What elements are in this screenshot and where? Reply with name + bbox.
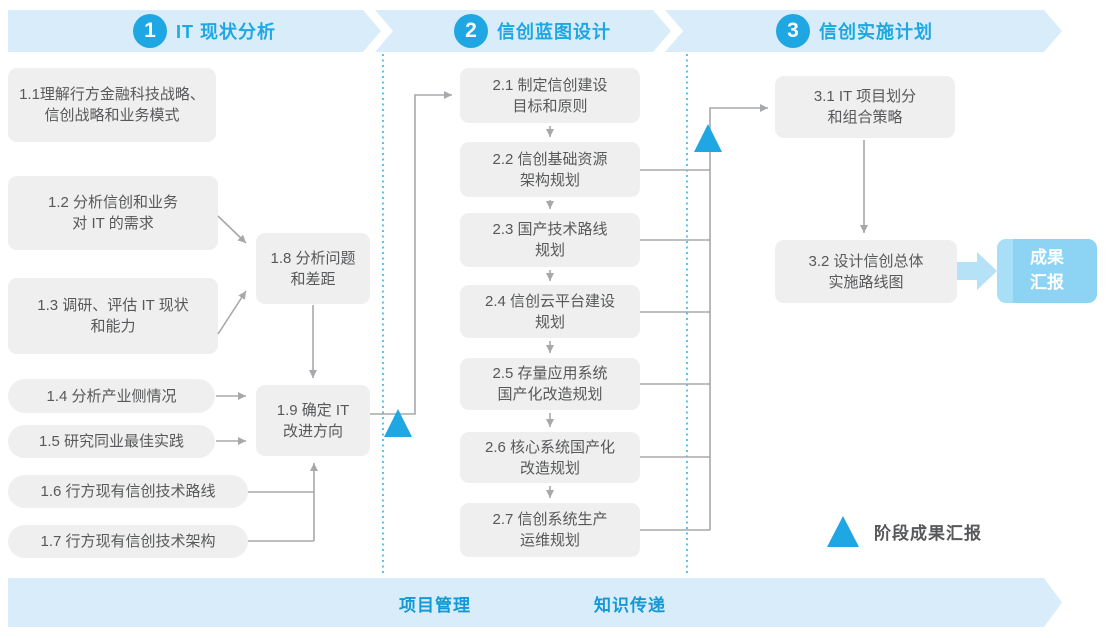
- footer-label-knowledge-transfer: 知识传递: [594, 596, 666, 615]
- node-1-9: 1.9 确定 IT 改进方向: [256, 385, 370, 456]
- phase-2-number-badge: 2: [454, 14, 488, 48]
- node-1-1: 1.1理解行方金融科技战略、 信创战略和业务模式: [8, 68, 216, 142]
- deliverable-box: 成果 汇报: [997, 239, 1097, 303]
- node-1-8: 1.8 分析问题 和差距: [256, 233, 370, 304]
- node-3-2: 3.2 设计信创总体 实施路线图: [775, 240, 957, 303]
- node-2-5: 2.5 存量应用系统 国产化改造规划: [460, 358, 640, 410]
- node-1-4: 1.4 分析产业侧情况: [8, 379, 215, 413]
- node-3-1: 3.1 IT 项目划分 和组合策略: [775, 76, 955, 138]
- node-2-4: 2.4 信创云平台建设 规划: [460, 285, 640, 338]
- footer-label-project-management: 项目管理: [399, 596, 471, 615]
- node-2-1: 2.1 制定信创建设 目标和原则: [460, 68, 640, 123]
- phase-1-number-badge: 1: [133, 14, 167, 48]
- phase-header-band: [8, 10, 1062, 52]
- legend-triangle-icon: [827, 516, 859, 547]
- node-2-3: 2.3 国产技术路线 规划: [460, 213, 640, 267]
- phase-1-title: IT 现状分析: [176, 22, 276, 42]
- node-2-6: 2.6 核心系统国产化 改造规划: [460, 432, 640, 483]
- legend-label: 阶段成果汇报: [874, 524, 982, 543]
- node-1-6: 1.6 行方现有信创技术路线: [8, 475, 248, 508]
- node-1-3: 1.3 调研、评估 IT 现状 和能力: [8, 278, 218, 354]
- node-1-2: 1.2 分析信创和业务 对 IT 的需求: [8, 176, 218, 250]
- node-2-7: 2.7 信创系统生产 运维规划: [460, 503, 640, 557]
- node-1-7: 1.7 行方现有信创技术架构: [8, 525, 248, 558]
- node-2-2: 2.2 信创基础资源 架构规划: [460, 142, 640, 197]
- phase-3-title: 信创实施计划: [819, 22, 933, 42]
- deliverable-arrow-icon: [957, 252, 997, 290]
- phase-2-title: 信创蓝图设计: [497, 22, 611, 42]
- phase-1-header: 1 IT 现状分析: [133, 10, 276, 52]
- footer-band: [8, 578, 1062, 627]
- milestone-triangle-phase2-icon: [694, 124, 722, 152]
- milestone-triangle-phase1-icon: [384, 409, 412, 437]
- phase-3-number-badge: 3: [776, 14, 810, 48]
- phase-2-header: 2 信创蓝图设计: [454, 10, 611, 52]
- phase-3-header: 3 信创实施计划: [776, 10, 933, 52]
- node-1-5: 1.5 研究同业最佳实践: [8, 425, 215, 458]
